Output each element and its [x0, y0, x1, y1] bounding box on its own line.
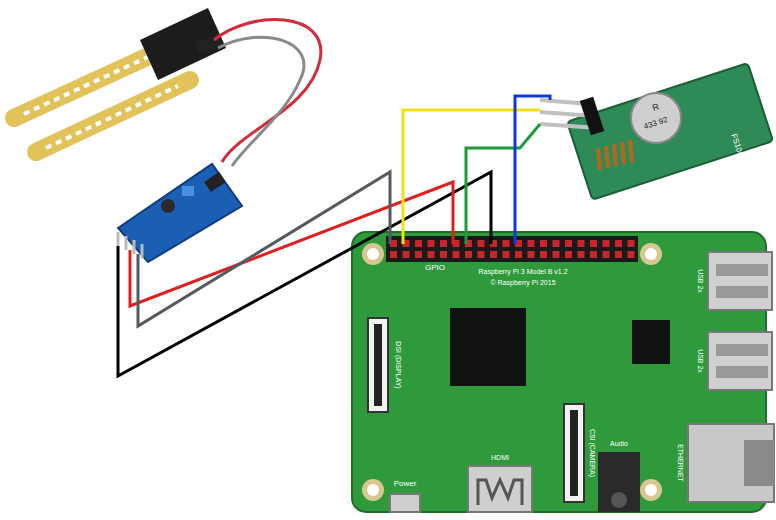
gpio-pin — [415, 240, 422, 247]
connector-label: Audio — [610, 440, 628, 448]
gpio-pin — [465, 251, 472, 258]
gpio-pin — [478, 251, 485, 258]
gpio-pin — [440, 240, 447, 247]
connector-label: Power — [394, 480, 417, 489]
gpio-pin — [553, 251, 560, 258]
gpio-pin — [578, 240, 585, 247]
gpio-pin — [578, 251, 585, 258]
gpio-pin — [490, 251, 497, 258]
gpio-pin — [415, 251, 422, 258]
gpio-pin — [603, 240, 610, 247]
copyright-note: © Raspberry Pi 2015 — [490, 279, 555, 287]
gpio-pin — [515, 251, 522, 258]
gpio-pin — [403, 251, 410, 258]
gpio-pin — [615, 240, 622, 247]
gpio-pin — [628, 251, 635, 258]
connector-label: HDMI — [491, 454, 509, 462]
board-name: Raspberry Pi 3 Model B v1.2 — [478, 268, 567, 276]
gpio-pin — [540, 251, 547, 258]
connector-label: DSI (DISPLAY) — [394, 341, 402, 388]
header-label: GPIO — [425, 264, 445, 273]
gpio-pin — [590, 240, 597, 247]
gpio-pin — [440, 251, 447, 258]
port-label: USB 2x — [696, 349, 704, 373]
connector-label: CSI (CAMERA) — [588, 429, 596, 477]
gpio-pin — [503, 251, 510, 258]
gpio-pin — [590, 251, 597, 258]
port-label: USB 2x — [696, 269, 704, 293]
gpio-pin — [553, 240, 560, 247]
gpio-pin — [603, 251, 610, 258]
gpio-pin — [428, 240, 435, 247]
gpio-pin — [478, 240, 485, 247]
gpio-pin — [503, 240, 510, 247]
gpio-pin — [540, 240, 547, 247]
gpio-pin — [565, 240, 572, 247]
gpio-pin — [615, 251, 622, 258]
gpio-pin — [453, 251, 460, 258]
gpio-pin — [390, 251, 397, 258]
gpio-pin — [528, 240, 535, 247]
gpio-pin — [565, 251, 572, 258]
port-label: ETHERNET — [676, 444, 684, 482]
gpio-pin — [428, 251, 435, 258]
gpio-pin — [628, 240, 635, 247]
gpio-pin — [528, 251, 535, 258]
